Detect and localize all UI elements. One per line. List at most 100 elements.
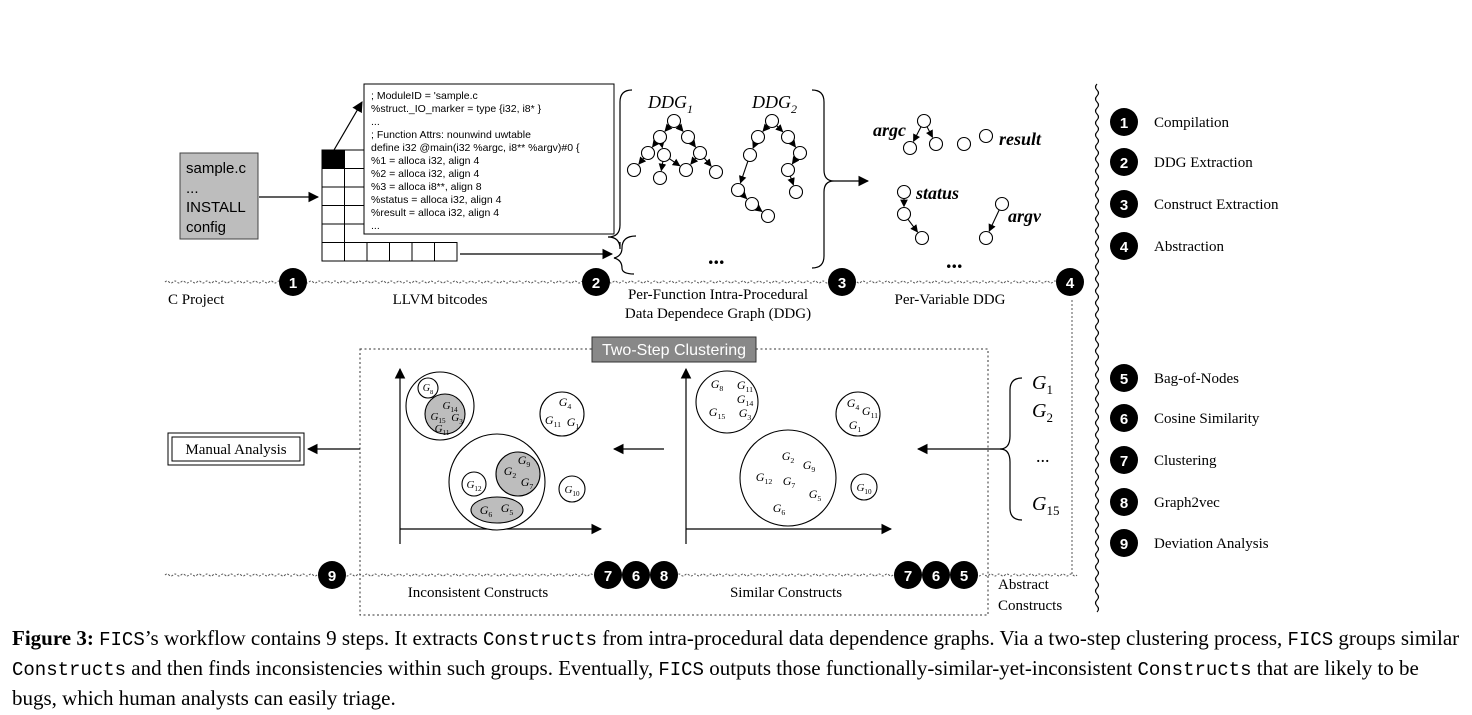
subcluster-circle xyxy=(461,471,487,497)
construct-label: G9 xyxy=(803,458,816,474)
graph-edge xyxy=(657,140,665,149)
brace-abstract xyxy=(999,377,1023,521)
ir-code-line: define i32 @main(i32 %argc, i8** %argv)#… xyxy=(371,142,580,154)
caption-text: that are likely to be bugs, which human … xyxy=(12,656,1419,710)
graph-node xyxy=(708,164,724,180)
ir-code-line: ; Function Attrs: nounwind uwtable xyxy=(371,129,531,141)
graph-edge xyxy=(739,191,748,200)
legend-badge xyxy=(1110,364,1138,392)
svg-text:6: 6 xyxy=(632,568,640,585)
legend-badge xyxy=(1110,190,1138,218)
ddg-ellipsis: ... xyxy=(708,244,725,269)
construct-label: G1 xyxy=(849,418,862,434)
graph-edge xyxy=(752,140,760,149)
figure-caption: Figure 3: FICS’s workflow contains 9 ste… xyxy=(12,624,1464,712)
var-ellipsis: ... xyxy=(946,248,963,273)
legend-badge xyxy=(1110,488,1138,516)
construct-label: G12 xyxy=(756,470,773,486)
construct-label: G11 xyxy=(737,378,753,394)
graph-node xyxy=(792,145,808,161)
construct-label: G9 xyxy=(518,453,531,469)
graph-edge xyxy=(652,139,660,148)
graph-node xyxy=(744,196,760,212)
ir-code-line: %struct._IO_marker = type {i32, i8* } xyxy=(371,103,542,115)
graph-node xyxy=(914,230,930,246)
legend-label: Abstraction xyxy=(1154,239,1224,255)
step-badge-5: 5 xyxy=(950,561,978,589)
construct-label: G3 xyxy=(739,406,752,422)
ir-code-box: ; ModuleID = 'sample.c%struct._IO_marker… xyxy=(363,83,615,235)
legend-number: 5 xyxy=(1120,371,1128,388)
step-badge-3: 3 xyxy=(828,268,856,296)
graph-edge xyxy=(703,157,712,167)
ddg-graphs xyxy=(626,113,808,224)
var-argc: argc xyxy=(873,120,906,140)
legend-number: 3 xyxy=(1120,197,1128,214)
construct-label: G8 xyxy=(711,377,724,393)
graph-edge xyxy=(688,139,696,148)
graph-node xyxy=(764,113,780,129)
separator-wave-bottom xyxy=(164,573,1078,577)
source-file-line: sample.c xyxy=(186,160,247,177)
step-badge-7-left: 7 xyxy=(594,561,622,589)
caption-constructs: Constructs xyxy=(1137,659,1252,681)
graph-node xyxy=(656,147,672,163)
graph-edge xyxy=(664,123,673,132)
graph-edge xyxy=(788,139,796,148)
subcluster-circle-inconsistent xyxy=(495,451,541,497)
graph-node xyxy=(788,184,804,200)
label-abstract-line1: Abstract xyxy=(998,577,1050,593)
graph-node xyxy=(652,129,668,145)
graph-node xyxy=(626,162,642,178)
source-file-line: INSTALL xyxy=(186,199,246,216)
construct-label: G8 xyxy=(423,383,433,396)
graph-node xyxy=(902,140,918,156)
cluster-circle xyxy=(695,370,759,434)
graph-edge xyxy=(925,126,934,139)
step-badge-2: 2 xyxy=(582,268,610,296)
step-badge-8: 8 xyxy=(650,561,678,589)
ddg1-title: DDG1 xyxy=(647,92,693,116)
graph-node xyxy=(916,113,932,129)
similar-axes xyxy=(680,367,893,544)
brace-ddg-open xyxy=(607,89,633,250)
legend-label: Graph2vec xyxy=(1154,495,1220,511)
graph-node xyxy=(994,196,1010,212)
construct-label: G7 xyxy=(521,475,534,491)
step-badge-1: 1 xyxy=(279,268,307,296)
graph-edge xyxy=(907,218,918,233)
ir-code-line: %3 = alloca i8**, align 8 xyxy=(371,181,482,193)
graph-node xyxy=(956,136,972,152)
construct-label: G10 xyxy=(564,484,580,498)
caption-text: from intra-procedural data dependence gr… xyxy=(597,626,1288,650)
legend-number: 4 xyxy=(1120,239,1129,256)
graph-node xyxy=(678,162,694,178)
clustering-title: Two-Step Clustering xyxy=(591,336,757,363)
legend-label: Construct Extraction xyxy=(1154,197,1279,213)
var-result: result xyxy=(999,129,1042,149)
graph-edge xyxy=(988,209,1000,232)
caption-text: and then finds inconsistencies within su… xyxy=(126,656,659,680)
source-file-line: config xyxy=(186,219,226,236)
graph-node xyxy=(652,170,668,186)
graph-edge xyxy=(739,160,749,184)
construct-label: G4 xyxy=(559,395,572,411)
legend-badge xyxy=(1110,446,1138,474)
graph-node xyxy=(896,206,912,222)
graph-edge xyxy=(787,175,795,186)
graph-node xyxy=(928,136,944,152)
caption-constructs: Constructs xyxy=(483,629,598,651)
construct-label: G10 xyxy=(856,482,872,496)
legend-label: Cosine Similarity xyxy=(1154,411,1260,427)
construct-label: G3 xyxy=(451,412,463,426)
source-file-line: ... xyxy=(186,180,199,197)
svg-text:8: 8 xyxy=(660,568,668,585)
construct-label: G7 xyxy=(783,474,796,490)
caption-fics: FICS xyxy=(1287,629,1334,651)
graph-node xyxy=(742,147,758,163)
